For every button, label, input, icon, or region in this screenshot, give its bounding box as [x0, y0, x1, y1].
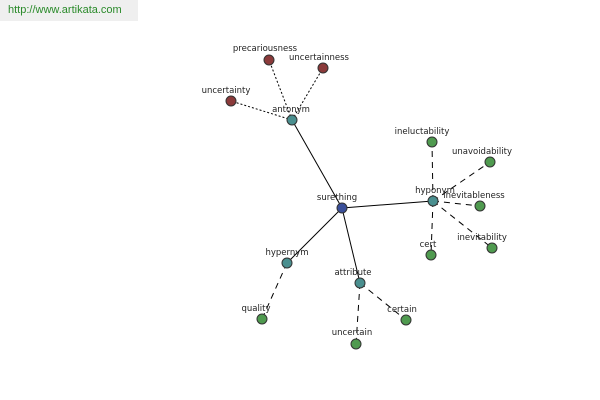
edge-hyponym-ineluctability: [431, 141, 434, 202]
label-inevitability: inevitability: [457, 233, 507, 243]
edge-root-antonym: [291, 119, 343, 209]
node-precariousness[interactable]: [263, 54, 275, 66]
edge-hyponym-inevitableness: [432, 200, 481, 207]
node-cert[interactable]: [425, 249, 437, 261]
node-certain[interactable]: [400, 314, 412, 326]
edge-root-attribute: [341, 207, 361, 284]
edge-hyponym-cert: [430, 200, 434, 256]
node-uncertain[interactable]: [350, 338, 362, 350]
edge-antonym-uncertainty: [230, 100, 293, 121]
node-ineluctability[interactable]: [426, 136, 438, 148]
edges-layer: [230, 59, 493, 345]
nodes-layer: surething antonym hyponym hypernym attri…: [202, 44, 512, 350]
node-root[interactable]: [336, 202, 348, 214]
edge-root-hyponym: [341, 200, 434, 209]
edge-antonym-precariousness: [268, 59, 293, 121]
label-quality: quality: [241, 304, 270, 314]
edge-hyponym-inevitability: [432, 200, 493, 249]
label-attribute: attribute: [334, 268, 371, 278]
node-uncertainness[interactable]: [317, 62, 329, 74]
site-banner: http://www.artikata.com: [0, 0, 138, 21]
label-ineluctability: ineluctability: [395, 127, 450, 137]
label-cert: cert: [420, 240, 437, 250]
label-uncertainness: uncertainness: [289, 53, 350, 63]
label-unavoidability: unavoidability: [452, 147, 512, 157]
label-uncertain: uncertain: [332, 328, 372, 338]
label-precariousness: precariousness: [233, 44, 298, 54]
node-attribute[interactable]: [354, 277, 366, 289]
edge-hyponym-unavoidability: [432, 161, 491, 202]
node-inevitableness[interactable]: [474, 200, 486, 212]
label-hyponym: hyponym: [415, 186, 455, 196]
label-hypernym: hypernym: [265, 248, 308, 258]
node-uncertainty[interactable]: [225, 95, 237, 107]
site-link[interactable]: http://www.artikata.com: [8, 4, 122, 16]
edge-attribute-certain: [359, 282, 407, 321]
node-hyponym[interactable]: [427, 195, 439, 207]
label-inevitableness: inevitableness: [443, 191, 505, 201]
node-unavoidability[interactable]: [484, 156, 496, 168]
node-antonym[interactable]: [286, 114, 298, 126]
label-certain: certain: [387, 305, 417, 315]
label-antonym: antonym: [272, 105, 310, 115]
edge-root-hypernym: [286, 207, 343, 264]
label-uncertainty: uncertainty: [202, 86, 251, 96]
node-quality[interactable]: [256, 313, 268, 325]
label-root: surething: [317, 193, 357, 203]
node-hypernym[interactable]: [281, 257, 293, 269]
node-inevitability[interactable]: [486, 242, 498, 254]
